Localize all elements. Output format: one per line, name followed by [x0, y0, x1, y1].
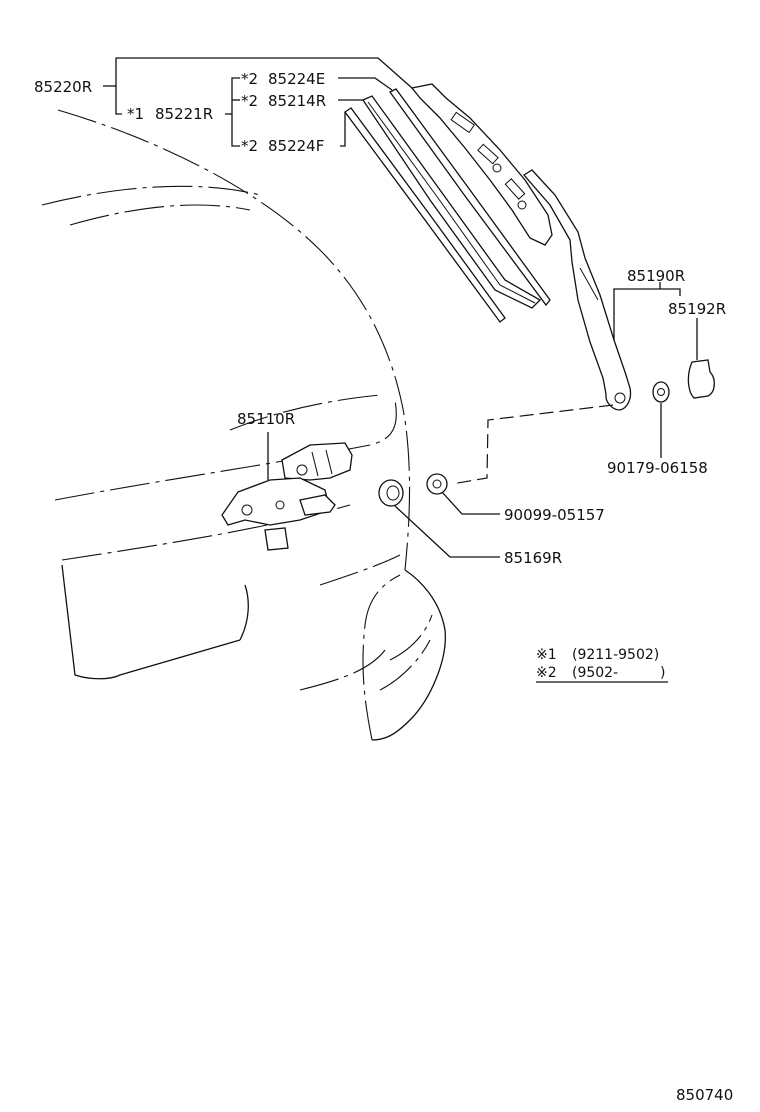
- vehicle-body-outline: [41, 109, 446, 741]
- arm-cap-85192r: [687, 359, 715, 399]
- label-90099-05157: 90099-05157: [504, 506, 605, 524]
- wiper-motor-85110r: [221, 442, 353, 551]
- footnote-1-text: (9211-9502): [572, 647, 659, 663]
- footnotes: ※1 (9211-9502) ※2 (9502- ): [536, 647, 668, 683]
- label-90179-06158: 90179-06158: [607, 459, 708, 477]
- label-85190r: 85190R: [627, 267, 685, 285]
- footnote-2-close: ): [660, 665, 665, 681]
- leader-lines: [103, 57, 698, 558]
- footnote-2-text: (9502-: [572, 665, 618, 681]
- label-85110r: 85110R: [237, 410, 295, 428]
- label-85214r: 85214R: [268, 92, 326, 110]
- blade-rubber-85214r: [362, 95, 542, 309]
- footnote-1-mark: ※1: [536, 647, 557, 663]
- wiper-blade-85220r: [410, 83, 553, 246]
- label-85169r: 85169R: [504, 549, 562, 567]
- footnote-2-mark: ※2: [536, 665, 557, 681]
- mounting-dash-line: [451, 404, 614, 485]
- label-85224f: 85224F: [268, 137, 324, 155]
- mark-2-r: *2: [241, 92, 258, 110]
- nut-90179: [652, 381, 670, 403]
- blade-backing-85224e: [389, 88, 551, 307]
- grommet-85169r: [378, 479, 404, 507]
- mark-2-e: *2: [241, 70, 258, 88]
- washer-90099: [426, 473, 448, 495]
- label-85224e: 85224E: [268, 70, 325, 88]
- wiper-arm-85190r: [523, 169, 632, 411]
- blade-backing-85224f: [344, 107, 506, 323]
- mark-1: *1: [127, 105, 144, 123]
- mark-2-f: *2: [241, 137, 258, 155]
- label-85192r: 85192R: [668, 300, 726, 318]
- diagram-code: 850740: [676, 1086, 733, 1104]
- label-85220r: 85220R: [34, 78, 92, 96]
- label-85221r: 85221R: [155, 105, 213, 123]
